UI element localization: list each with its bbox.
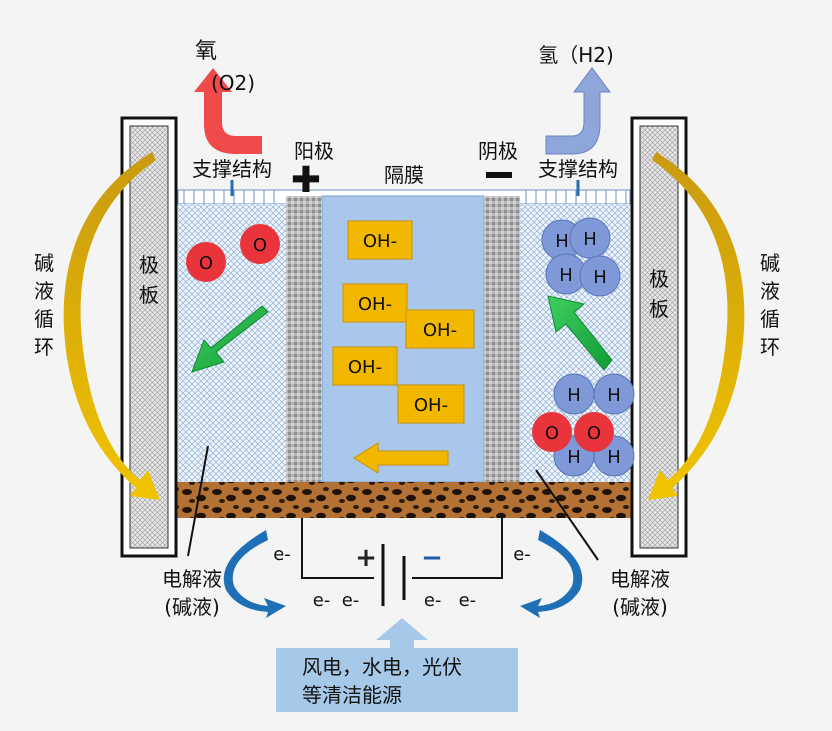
- svg-text:H: H: [607, 447, 621, 468]
- oxygen-atom: O: [240, 224, 280, 264]
- bottom-seal: [176, 482, 632, 518]
- hydrogen-label: 氢（H2): [538, 43, 614, 67]
- svg-text:H: H: [593, 267, 607, 288]
- svg-text:H: H: [567, 385, 581, 406]
- circulation-right-3: 循: [760, 307, 780, 331]
- svg-text:O: O: [253, 235, 267, 256]
- electrolyte-right-label: 电解液: [610, 567, 670, 591]
- electron-left-top: e-: [273, 544, 291, 565]
- anode-plus: ✚: [291, 160, 321, 201]
- energy-input-arrow: [376, 618, 428, 650]
- svg-text:H: H: [555, 231, 569, 252]
- hydrogen-out-arrow: [545, 67, 611, 155]
- green-arrow-right: [547, 295, 613, 371]
- svg-text:H: H: [567, 447, 581, 468]
- external-circuit: [301, 518, 503, 579]
- electrolyte-left-label: 电解液: [162, 567, 222, 591]
- circulation-left-4: 环: [34, 335, 54, 359]
- electrolyte-left-pointer: [187, 445, 209, 557]
- energy-source-box: [276, 648, 518, 712]
- anode-electrode: [286, 196, 322, 482]
- ion-box: OH-: [332, 346, 398, 386]
- electron-flow-left-arrow: [223, 530, 286, 618]
- hydrogen-atom: H: [569, 217, 611, 259]
- hydrogen-atom: H: [553, 373, 595, 415]
- svg-text:H: H: [583, 229, 597, 250]
- circulation-left-1: 碱: [34, 251, 54, 275]
- cathode-minus: [486, 172, 512, 178]
- oxygen-out-arrow: [194, 68, 262, 154]
- ion-box: OH-: [405, 309, 475, 349]
- membrane-label: 隔膜: [384, 163, 424, 187]
- circulation-left-2: 液: [34, 279, 54, 303]
- oxygen-formula: (O2): [211, 71, 255, 95]
- support-hatch: [183, 190, 627, 204]
- electrolyte-right-pointer: [535, 469, 599, 561]
- ion-box: OH-: [397, 384, 465, 424]
- circulation-right-1: 碱: [760, 251, 780, 275]
- hydrogen-atom: H: [545, 253, 587, 295]
- circulation-left-3: 循: [34, 307, 54, 331]
- plate-right-label-1: 极: [649, 267, 669, 291]
- anode-label: 阳极: [294, 139, 334, 163]
- circulation-right-2: 液: [760, 279, 780, 303]
- hydrogen-atom: H: [579, 255, 621, 297]
- electron-bottom-left: e- e-: [313, 590, 360, 611]
- electron-bottom-right: e- e-: [424, 590, 476, 611]
- hydrogen-atom: H: [593, 373, 635, 415]
- plate-left-label-1: 极: [139, 253, 159, 277]
- electron-right-top: e-: [513, 544, 531, 565]
- svg-text:OH-: OH-: [348, 357, 382, 378]
- oxygen-atom: O: [532, 412, 572, 452]
- circulation-left-arrow: [63, 152, 160, 500]
- plate-right-label-2: 板: [649, 297, 669, 321]
- support-left-label: 支撑结构: [192, 157, 272, 181]
- ion-box: OH-: [347, 220, 413, 260]
- svg-text:OH-: OH-: [414, 395, 448, 416]
- oxygen-atom: O: [574, 412, 614, 452]
- svg-text:O: O: [545, 423, 559, 444]
- circulation-right-4: 环: [760, 335, 780, 359]
- svg-text:OH-: OH-: [423, 320, 457, 341]
- oxygen-char: 氧: [195, 39, 217, 64]
- svg-text:OH-: OH-: [363, 231, 397, 252]
- electrolyte-right-sub: (碱液): [612, 595, 668, 619]
- battery-minus: −: [421, 543, 443, 573]
- electron-flow-right-arrow: [520, 530, 583, 618]
- svg-text:OH-: OH-: [358, 294, 392, 315]
- ion-migration-arrow: [353, 442, 449, 474]
- electrolyte-left-sub: (碱液): [164, 595, 220, 619]
- svg-text:H: H: [559, 265, 573, 286]
- support-right-label: 支撑结构: [538, 157, 618, 181]
- cathode-label: 阴极: [478, 139, 518, 163]
- energy-source-line1: 风电，水电，光伏: [302, 655, 462, 679]
- energy-source-line2: 等清洁能源: [302, 683, 402, 707]
- circulation-right-arrow: [648, 152, 745, 500]
- battery-plus: +: [355, 543, 377, 573]
- cathode-electrode: [484, 196, 520, 482]
- oxygen-atom: O: [186, 242, 226, 282]
- svg-text:O: O: [587, 423, 601, 444]
- ion-box: OH-: [342, 283, 408, 323]
- svg-text:O: O: [199, 253, 213, 274]
- green-arrow-left: [191, 305, 269, 373]
- svg-text:H: H: [607, 385, 621, 406]
- plate-left-label-2: 板: [139, 283, 159, 307]
